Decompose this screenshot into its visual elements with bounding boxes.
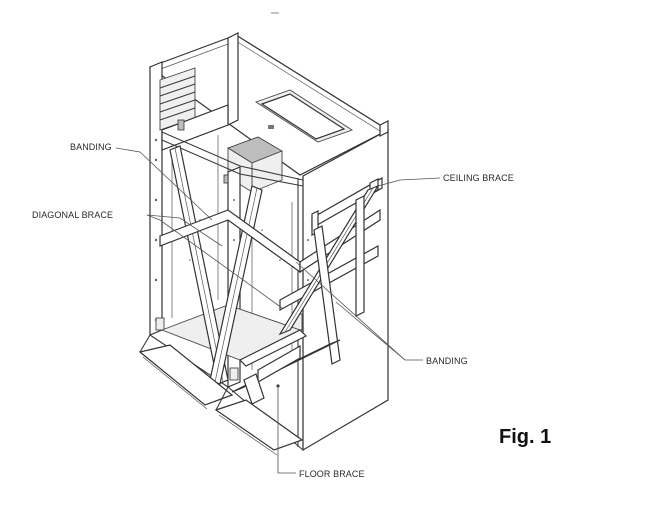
leader-diagonal-brace-2 xyxy=(146,214,283,309)
right-floor-plate xyxy=(214,399,304,451)
label-floor-brace: FLOOR BRACE xyxy=(299,469,365,479)
figure-caption: Fig. 1 xyxy=(499,426,552,448)
label-diagonal-brace: DIAGONAL BRACE xyxy=(32,210,113,220)
leader-lines xyxy=(115,147,441,474)
floor-braces xyxy=(231,329,341,405)
right-braces xyxy=(278,176,383,365)
left-latch xyxy=(155,317,165,331)
leader-banding-top xyxy=(115,147,213,221)
right-diagonal-brace-b xyxy=(313,225,341,365)
leader-ceiling-brace xyxy=(377,177,441,187)
leader-floor-brace xyxy=(277,388,296,474)
floor-plates xyxy=(138,334,304,456)
vent-louver xyxy=(159,67,196,131)
leader-diagonal-brace-1 xyxy=(146,214,223,247)
label-ceiling-brace: CEILING BRACE xyxy=(443,173,514,183)
label-banding-right: BANDING xyxy=(426,356,468,366)
center-latch xyxy=(229,367,239,381)
left-floor-plate xyxy=(138,344,234,406)
label-banding-top: BANDING xyxy=(70,142,112,152)
